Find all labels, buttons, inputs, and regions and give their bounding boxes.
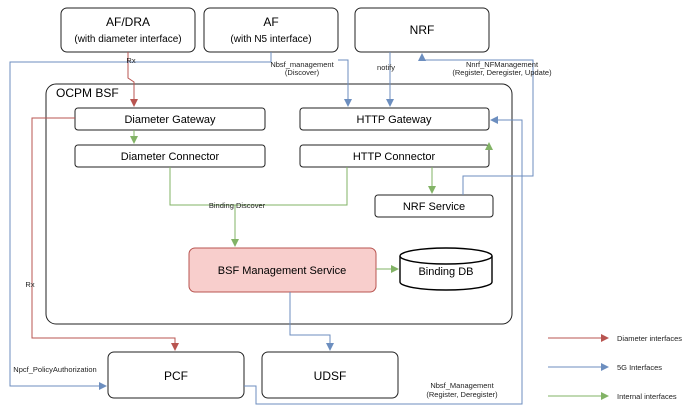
af-dra-box[interactable]: AF/DRA (with diameter interface) [60,7,196,53]
legend-5g-label: 5G Interfaces [617,363,662,372]
diameter-connector-label: Diameter Connector [121,151,220,163]
label-nbsf-ops-bottom: (Register, Deregister) [426,390,498,399]
label-rx-top: Rx [126,56,135,65]
nrf-title: NRF [410,23,435,37]
af-box[interactable]: AF (with N5 interface) [203,7,339,53]
edge-http-connector-to-bsf [235,167,348,206]
legend-diameter-label: Diameter interfaces [617,334,682,343]
edge-diameter-connector-to-bsf [169,167,239,247]
udsf-title: UDSF [314,369,347,383]
pcf-title: PCF [164,369,188,383]
bsf-management-service-box[interactable]: BSF Management Service [188,247,377,293]
http-gateway-box[interactable]: HTTP Gateway [299,107,490,131]
nrf-service-box[interactable]: NRF Service [374,194,494,218]
label-binding-discover: Binding Discover [209,201,266,210]
diameter-connector-box[interactable]: Diameter Connector [74,144,266,168]
binding-db-cylinder[interactable]: Binding DB [399,247,493,291]
http-connector-box[interactable]: HTTP Connector [299,144,490,168]
label-nbsf-management: Nbsf_management [270,60,334,69]
legend: Diameter interfaces 5G Interfaces Intern… [548,334,682,401]
bsf-management-service-label: BSF Management Service [218,265,346,277]
label-nbsf-management-bottom: Nbsf_Management [430,381,494,390]
edge-diameter-gateway-to-pcf [31,117,179,351]
edge-bsf-to-udsf [289,292,334,351]
af-dra-title: AF/DRA [106,15,150,29]
http-gateway-label: HTTP Gateway [357,114,432,126]
nrf-box[interactable]: NRF [354,7,490,53]
legend-internal-label: Internal interfaces [617,392,677,401]
binding-db-label: Binding DB [418,266,473,278]
edge-af-to-http-gateway [338,59,352,107]
diameter-gateway-box[interactable]: Diameter Gateway [74,107,266,131]
label-rx-left: Rx [25,280,34,289]
edge-pcf-to-http-gateway [244,116,523,405]
af-title: AF [263,15,278,29]
af-dra-subtitle: (with diameter interface) [74,34,181,45]
diameter-gateway-label: Diameter Gateway [124,114,216,126]
ocpm-bsf-container: OCPM BSF [45,83,513,325]
label-nnrf-nfmanagement: Nnrf_NFManagement [466,60,539,69]
pcf-box[interactable]: PCF [107,351,245,399]
udsf-box[interactable]: UDSF [261,351,399,399]
label-nnrf-ops: (Register, Deregister, Update) [452,68,552,77]
edge-nrf-service-to-nrf [418,53,534,195]
edge-af-dra-to-diameter-gateway [127,52,138,107]
edge-af-to-pcf [9,52,272,390]
label-notify: notify [377,63,395,72]
http-connector-label: HTTP Connector [353,151,436,163]
nrf-service-label: NRF Service [403,201,465,213]
container-title: OCPM BSF [56,86,119,100]
label-discover: (Discover) [285,68,320,77]
label-npcf-policyauthorization: Npcf_PolicyAuthorization [13,365,96,374]
af-subtitle: (with N5 interface) [230,34,311,45]
